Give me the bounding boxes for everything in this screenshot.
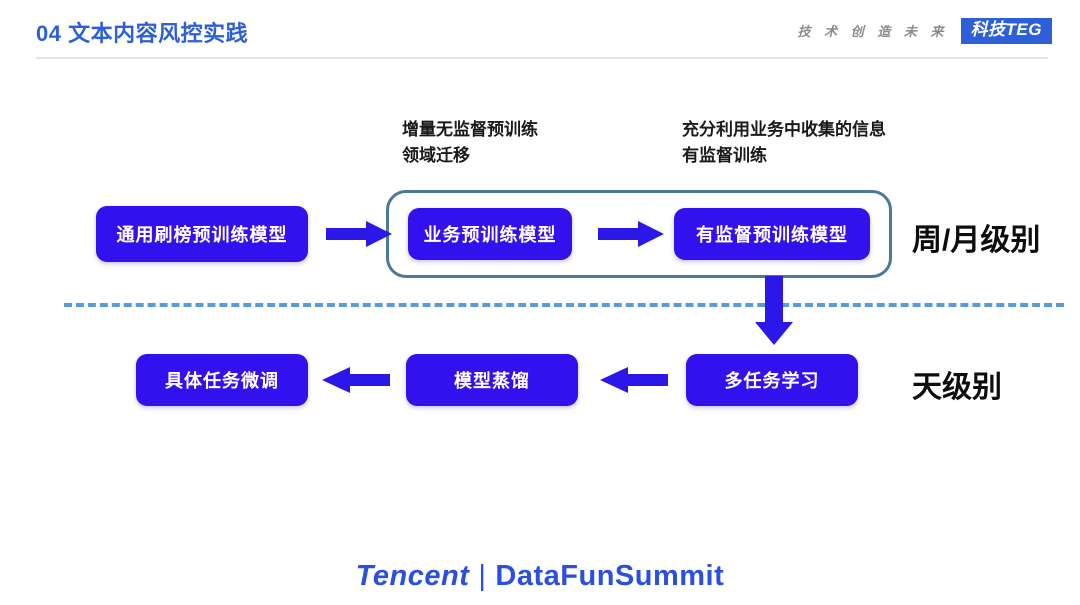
arrow-left-multitask-to-distillation — [600, 367, 668, 393]
node-task-finetune[interactable]: 具体任务微调 — [136, 354, 308, 406]
footer-separator: | — [478, 560, 487, 592]
header-brand-group: 技 术 创 造 未 来 科技TEG — [797, 18, 1052, 44]
node-model-distillation[interactable]: 模型蒸馏 — [406, 354, 578, 406]
cadence-label-weekly-monthly: 周/月级别 — [912, 224, 1041, 257]
arrow-left-distillation-to-finetune — [322, 367, 390, 393]
annotation-supervised-train: 充分利用业务中收集的信息 有监督训练 — [682, 120, 886, 165]
annotation-unsupervised-pretrain: 增量无监督预训练 领域迁移 — [402, 120, 538, 165]
datafunsummit-wordmark: DataFunSummit — [495, 560, 725, 592]
page-title: 04 文本内容风控实践 — [36, 21, 249, 46]
teg-badge: 科技TEG — [960, 18, 1052, 44]
footer-logo-group: Tencent|DataFunSummit — [356, 560, 725, 593]
brand-tagline: 技 术 创 造 未 来 — [797, 24, 949, 40]
arrow-down-to-multitask — [755, 276, 793, 345]
node-general-pretrained-model[interactable]: 通用刷榜预训练模型 — [96, 206, 308, 262]
node-multitask-learning[interactable]: 多任务学习 — [686, 354, 858, 406]
node-business-pretrained-model[interactable]: 业务预训练模型 — [408, 208, 572, 260]
slide-header: 04 文本内容风控实践 技 术 创 造 未 来 科技TEG — [0, 0, 1080, 60]
cadence-label-daily: 天级别 — [912, 371, 1002, 404]
slide-footer: Tencent|DataFunSummit — [0, 560, 1080, 593]
header-divider — [36, 57, 1048, 59]
node-supervised-pretrained-model[interactable]: 有监督预训练模型 — [674, 208, 870, 260]
tencent-wordmark: Tencent — [355, 560, 470, 592]
arrow-right-general-to-business — [326, 221, 392, 247]
cadence-dashed-divider — [64, 303, 1064, 307]
